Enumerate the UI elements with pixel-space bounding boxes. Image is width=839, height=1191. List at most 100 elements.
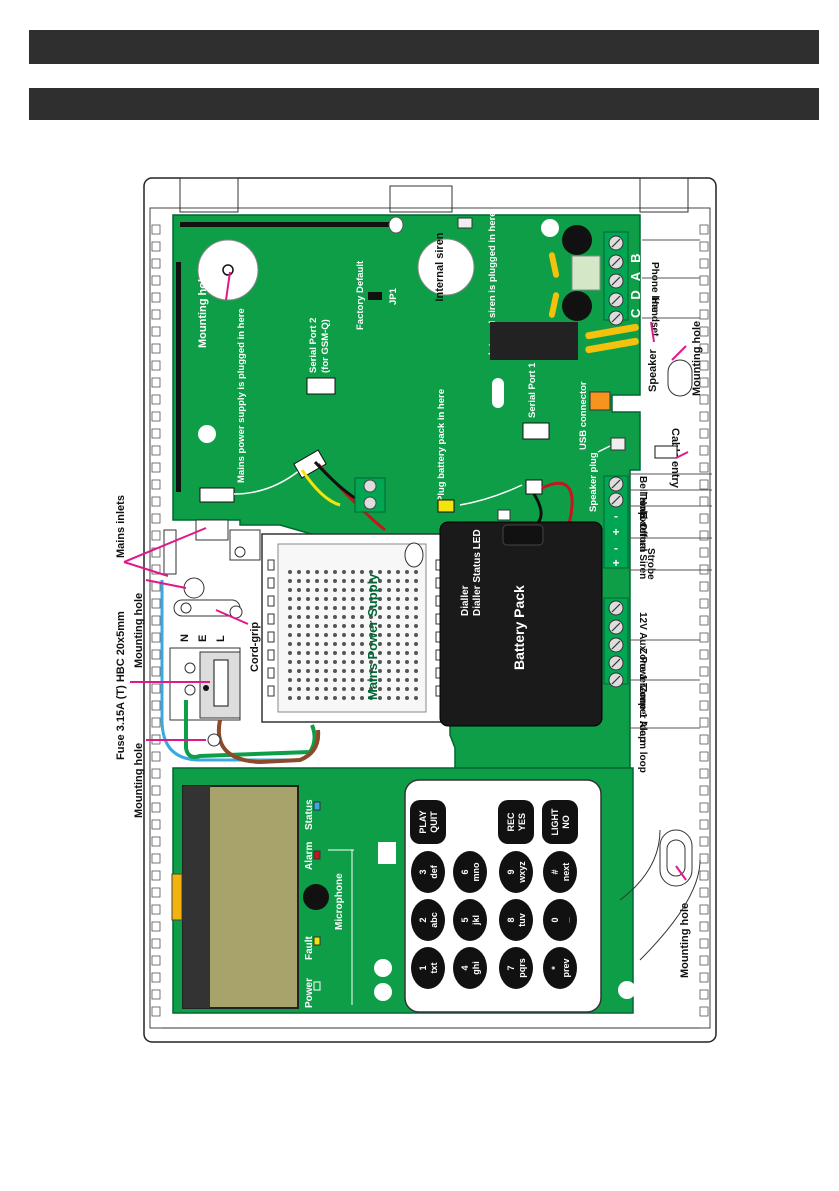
microphone-label: Microphone [334,873,345,930]
svg-text:Mains Power Supply: Mains Power Supply [365,573,380,700]
speaker-plug-label: Speaker plug [588,452,599,512]
keypad-key[interactable]: 6mno [453,851,487,893]
aux-power-label: 12V Aux. Power [637,612,648,687]
mounting-hole-bottom-left-label: Mounting hole [133,743,145,818]
svg-text:Speaker plug: Speaker plug [588,452,599,512]
keypad-key[interactable]: 1txt [411,947,445,989]
keypad-key[interactable]: PLAYQUIT [410,800,446,844]
keypad-key[interactable]: 9wxyz [499,851,533,893]
keypad-key[interactable]: RECYES [498,800,534,844]
zone1-alarm-label: Zone 1 Alarm loop [637,686,648,773]
svg-text:+: + [612,556,619,570]
keypad-key[interactable]: 8tuv [499,899,533,941]
usb-connector-label: USB connector [578,381,589,450]
svg-text:RECYES: RECYES [506,812,527,832]
terminal-label-c: C [628,300,643,318]
svg-text:Zone 1 Alarm loop: Zone 1 Alarm loop [637,686,648,773]
housing-slots-left [151,224,161,1017]
svg-text:E: E [197,635,209,642]
mains-power-plugged-label: Mains power supply is plugged in here [236,308,247,483]
usb-connector [589,391,611,411]
svg-text:2abc: 2abc [418,912,439,928]
svg-text:LIGHTNO: LIGHTNO [550,808,571,835]
svg-text:Zone 1 Tamper loop: Zone 1 Tamper loop [637,648,648,742]
keypad-key[interactable]: 7pqrs [499,947,533,989]
svg-text:5jkl: 5jkl [460,915,481,926]
svg-text:(for GSM-Q): (for GSM-Q) [320,319,331,373]
microphone [303,884,329,910]
terminal-label-a: A [628,263,643,281]
mains-power-connector [199,487,235,503]
serial-port-2-connector [306,377,336,395]
svg-text:Strobe: Strobe [645,548,656,580]
cord-grip-label: Cord-grip [249,622,261,672]
svg-text:+: + [612,525,619,539]
svg-text:3def: 3def [418,864,439,879]
keypad-key[interactable]: 5jkl [453,899,487,941]
svg-text:Dialler: Dialler [460,585,471,616]
keypad-key[interactable]: LIGHTNO [542,800,578,844]
strobe-label: Strobe [645,548,656,580]
header-bar-top [29,30,819,64]
header-bar-second [29,88,819,120]
alarm-led [313,850,321,860]
svg-text:Fuse 3.15A (T) HBC 20x5mm: Fuse 3.15A (T) HBC 20x5mm [115,611,127,760]
status-led [313,801,321,811]
svg-text:Tamp. return: Tamp. return [637,492,648,552]
svg-text:Internal siren: Internal siren [434,232,446,301]
keypad-key[interactable]: 3def [411,851,445,893]
terminal-label-d: D [628,281,643,299]
svg-text:Serial Port 1: Serial Port 1 [527,362,538,418]
fault-led [313,936,321,946]
svg-text:L: L [215,635,227,642]
mounting-hole-mid-label: Mounting hole [133,593,145,668]
internal-siren-label: Internal siren [434,232,446,301]
svg-text:Mounting hole: Mounting hole [691,321,703,396]
keypad-key[interactable]: 2abc [411,899,445,941]
svg-text:4ghi: 4ghi [460,961,481,975]
keypad-key[interactable]: 0_ [543,899,577,941]
svg-text:Mains power supply is plugged: Mains power supply is plugged in here [236,308,247,483]
keypad-key[interactable]: #next [543,851,577,893]
power-led-label: Power [304,978,315,1008]
svg-text:Dialler Status LED: Dialler Status LED [472,529,483,616]
svg-text:Cord-grip: Cord-grip [249,622,261,672]
mains-l-label: L [215,635,227,642]
factory-default-label: Factory Default [355,260,366,330]
fuse-label: Fuse 3.15A (T) HBC 20x5mm [115,611,127,760]
internal-siren-plugged-label: Internal siren is plugged in here [487,211,498,355]
dialler-status-led-label-line1: Dialler [460,585,471,616]
svg-text:Handset: Handset [649,297,660,337]
svg-text:Mounting hole: Mounting hole [197,273,209,348]
mains-n-label: N [179,634,191,642]
for-gsm-q-label: (for GSM-Q) [320,319,331,373]
battery-pack-label: Battery Pack [511,585,527,670]
power-led [313,981,321,991]
svg-text:7pqrs: 7pqrs [506,958,527,978]
svg-text:JP1: JP1 [388,287,399,305]
svg-text:Plug battery pack in here: Plug battery pack in here [436,389,447,502]
svg-text:Internal siren is plugged in h: Internal siren is plugged in here [487,211,498,355]
svg-text:Phone line: Phone line [649,262,660,313]
svg-text:Bell Hold-Off: Bell Hold-Off [637,476,648,538]
svg-text:Alarm: Alarm [304,842,315,870]
serial-port-1-label: Serial Port 1 [527,362,538,418]
keypad-key[interactable]: 4ghi [453,947,487,989]
svg-text:USB connector: USB connector [578,381,589,450]
housing-slots-right [699,224,709,1017]
terminal-label-b: B [628,244,643,262]
svg-text:Battery Pack: Battery Pack [511,585,527,670]
serial-port-1-connector [522,422,550,440]
svg-text:-: - [614,509,618,523]
svg-text:Power: Power [304,978,315,1008]
external-siren-label: External Siren [637,512,648,579]
dialler-status-led [497,509,511,521]
plug-battery-label: Plug battery pack in here [436,389,447,502]
svg-text:CDAB: CDAB [628,244,643,318]
dialler-status-led-label: Dialler Status LED [472,529,483,616]
jp1-label: JP1 [388,287,399,305]
keypad-key[interactable]: *prev [543,947,577,989]
internal-siren [417,238,475,296]
fault-led-label: Fault [304,935,315,960]
